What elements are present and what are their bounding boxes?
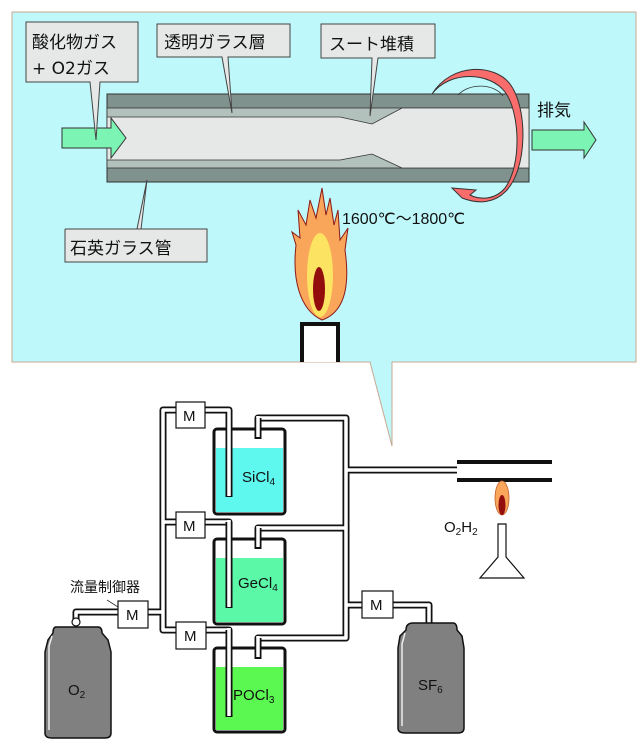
callout-soot-deposit-text: スート堆積: [329, 35, 414, 55]
exhaust-label: 排気: [537, 101, 571, 121]
mfc-sicl4: M: [175, 401, 206, 429]
callout-input-gas-line2: + O2ガス: [32, 59, 110, 79]
svg-text:M: M: [370, 597, 383, 614]
svg-text:M: M: [184, 628, 197, 645]
mfc-gecl4: M: [175, 511, 206, 539]
schematic-tube: [457, 460, 552, 482]
callout-input-gas-line1: 酸化物ガス: [32, 33, 117, 53]
callout-quartz-tube: 石英ガラス管: [64, 179, 208, 263]
mfc-sf6: M: [361, 590, 394, 619]
callout-clear-glass-layer-text: 透明ガラス層: [164, 33, 266, 53]
tank-gecl4: GeCl4: [212, 520, 287, 626]
exhaust-flow-arrow-icon: [531, 120, 597, 160]
callout-soot-deposit: スート堆積: [320, 23, 436, 117]
cylinder-o2: O2: [44, 617, 112, 739]
callout-quartz-tube-text: 石英ガラス管: [70, 239, 172, 259]
cylinder-o2-label: O2: [68, 682, 86, 701]
svg-text:M: M: [183, 408, 196, 425]
mfc-main: M: [117, 600, 149, 629]
temperature-label: 1600℃～1800℃: [342, 211, 465, 228]
flame-icon: [291, 187, 349, 321]
tank-gecl4-label: GeCl4: [238, 575, 278, 594]
burner-gas-label: O2H2: [444, 519, 478, 538]
mfc-pocl3: M: [175, 621, 207, 650]
callout-input-gas: 酸化物ガス + O2ガス: [25, 21, 139, 141]
tank-sicl4: SiCl4: [212, 416, 287, 516]
callout-clear-glass-layer: 透明ガラス層: [156, 23, 291, 114]
tank-pocl3-label: POCl3: [233, 687, 275, 706]
tank-pocl3: POCl3: [212, 628, 287, 734]
cylinder-sf6: SF6: [397, 622, 465, 734]
flow-controller-leader: [106, 599, 119, 608]
tube-bore: [106, 107, 530, 169]
flow-controller-label: 流量制御器: [70, 579, 140, 595]
small-burner: [478, 480, 526, 579]
cylinder-sf6-label: SF6: [418, 677, 443, 696]
svg-text:M: M: [183, 518, 196, 535]
quartz-tube: [106, 93, 530, 183]
tank-sicl4-label: SiCl4: [242, 469, 276, 488]
svg-text:M: M: [126, 607, 139, 624]
burner-stand: [478, 523, 526, 579]
burner-nozzle: [300, 322, 340, 362]
inlet-flow-arrow-icon: [61, 116, 127, 160]
rotation-arrow-icon: [431, 68, 524, 203]
